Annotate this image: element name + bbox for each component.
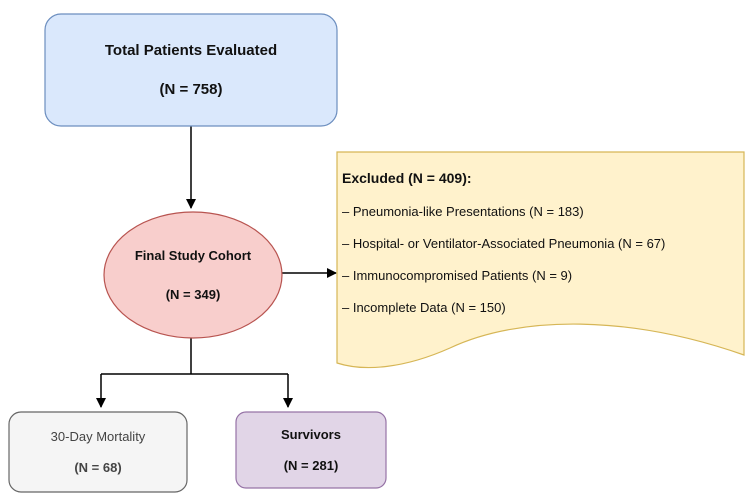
mortality-box — [8, 411, 188, 493]
excluded-title: Excluded (N = 409): — [342, 170, 472, 186]
excluded-item: – Pneumonia-like Presentations (N = 183) — [342, 204, 584, 219]
total-patients-box — [44, 13, 338, 127]
excluded-text-block: Excluded (N = 409): – Pneumonia-like Pre… — [342, 170, 742, 333]
arrow-cohort-to-outcomes — [101, 338, 288, 375]
final-cohort-ellipse — [103, 211, 283, 339]
excluded-document-shape — [336, 151, 745, 369]
survivors-box — [235, 411, 387, 489]
excluded-item: – Incomplete Data (N = 150) — [342, 300, 506, 315]
excluded-item: – Hospital- or Ventilator-Associated Pne… — [342, 236, 666, 251]
excluded-item: – Immunocompromised Patients (N = 9) — [342, 268, 573, 283]
